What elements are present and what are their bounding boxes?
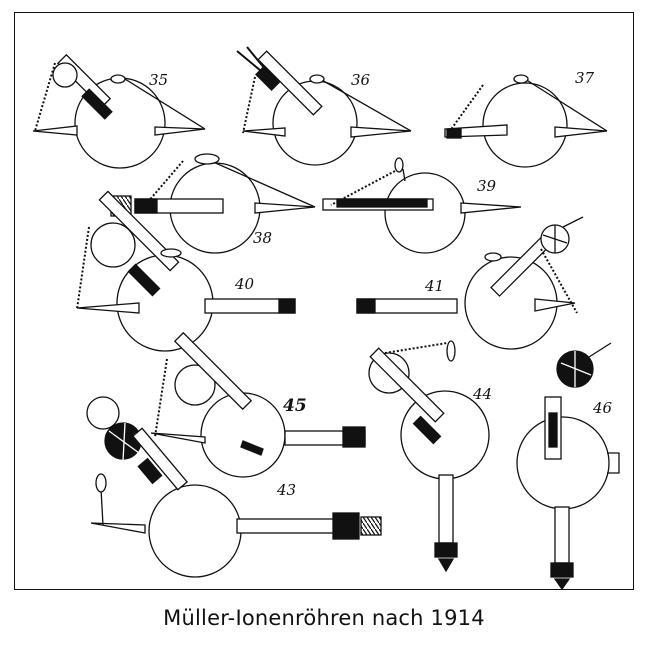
tube-46 [516,342,620,591]
tube-44 [368,340,490,573]
tube-40 [76,190,296,352]
figure-label-39: 39 [477,177,497,195]
figure-label-46: 46 [592,399,613,417]
figure-label-35: 35 [149,71,168,89]
figure-label-37: 37 [575,69,595,87]
figure-label-45: 45 [283,396,307,416]
tube-37 [444,74,608,168]
tube-drawings: 35 36 37 38 39 40 41 45 44 43 46 [32,46,620,591]
figure-caption: Müller-Ionenröhren nach 1914 [163,606,485,630]
tube-36 [236,46,412,166]
figure-label-44: 44 [472,385,492,403]
illustration-plate: 35 36 37 38 39 40 41 45 44 43 46 [14,12,634,591]
figure-label-36: 36 [351,71,371,89]
figure-label-43: 43 [276,481,296,499]
tube-45 [150,331,366,478]
figure-label-40: 40 [234,275,255,293]
figure-label-38: 38 [253,229,272,247]
tube-41 [356,216,584,350]
tube-35 [32,53,206,169]
tube-43 [86,396,382,578]
tube-39 [322,157,522,254]
figure-label-41: 41 [424,277,444,295]
